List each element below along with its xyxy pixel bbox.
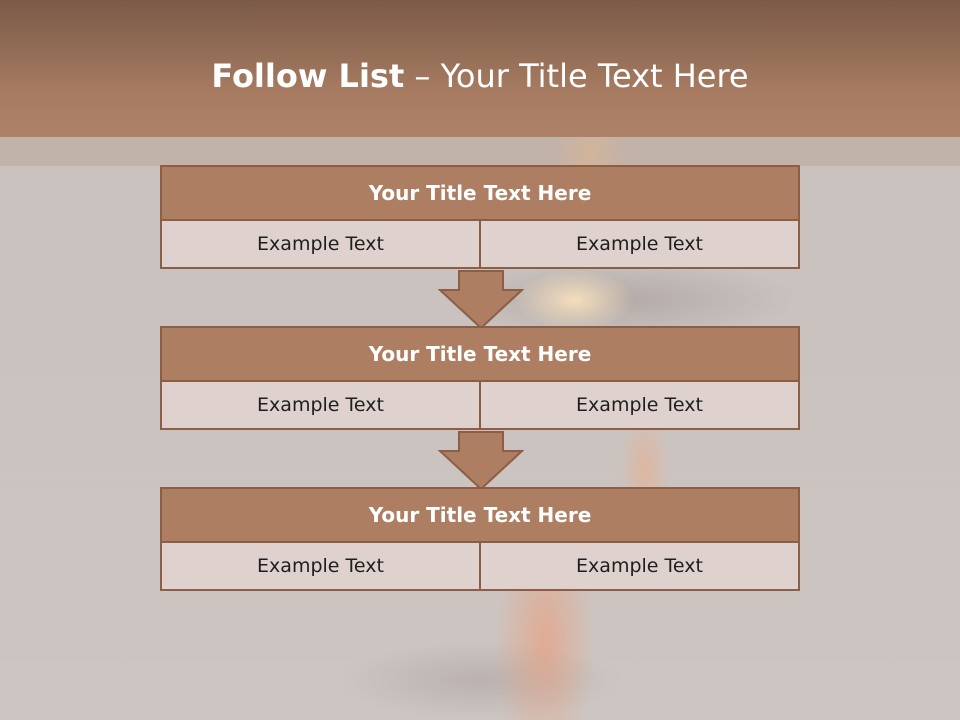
step-title-3: Your Title Text Here xyxy=(160,487,800,543)
step-block-1: Your Title Text Here Example Text Exampl… xyxy=(160,165,800,269)
step-1-left-cell: Example Text xyxy=(160,221,481,269)
step-title-2: Your Title Text Here xyxy=(160,326,800,382)
down-arrow-icon-1 xyxy=(438,270,524,330)
step-row-3: Example Text Example Text xyxy=(160,543,800,591)
header-strip xyxy=(0,137,960,166)
step-block-2: Your Title Text Here Example Text Exampl… xyxy=(160,326,800,430)
step-2-left-cell: Example Text xyxy=(160,382,481,430)
step-row-1: Example Text Example Text xyxy=(160,221,800,269)
slide-title: Follow List – Your Title Text Here xyxy=(0,52,960,100)
step-3-right-cell: Example Text xyxy=(481,543,800,591)
step-3-left-cell: Example Text xyxy=(160,543,481,591)
step-row-2: Example Text Example Text xyxy=(160,382,800,430)
slide-title-bold: Follow List xyxy=(211,57,405,95)
step-block-3: Your Title Text Here Example Text Exampl… xyxy=(160,487,800,591)
step-2-right-cell: Example Text xyxy=(481,382,800,430)
step-1-right-cell: Example Text xyxy=(481,221,800,269)
header-bar xyxy=(0,0,960,137)
slide-title-rest: – Your Title Text Here xyxy=(404,57,749,95)
step-title-1: Your Title Text Here xyxy=(160,165,800,221)
down-arrow-icon-2 xyxy=(438,431,524,491)
